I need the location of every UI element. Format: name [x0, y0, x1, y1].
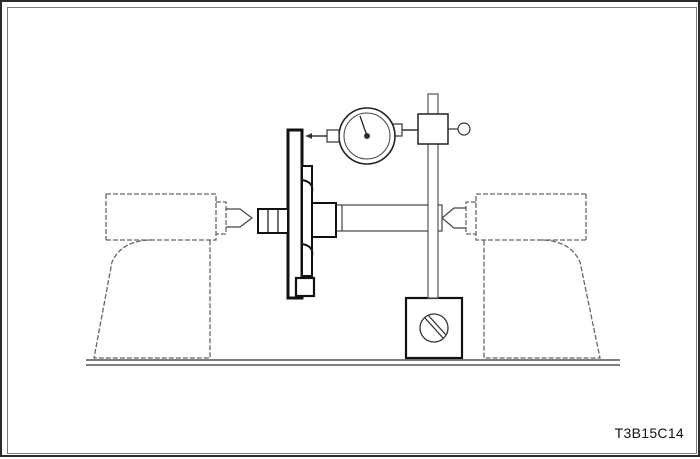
- left-center-stand: [93, 193, 227, 359]
- bench-base: [86, 359, 620, 366]
- right-center-stand: [465, 193, 601, 359]
- figure-code-label: T3B15C14: [614, 425, 684, 441]
- left-center-point: [226, 208, 253, 228]
- shaft: [335, 204, 443, 232]
- dial-indicator: [306, 107, 418, 165]
- indicator-stand-post: [417, 93, 471, 299]
- right-center-point: [441, 207, 466, 229]
- magnetic-base: [404, 296, 464, 360]
- figure-inner-border: [7, 7, 697, 454]
- clutch-disc: [286, 128, 316, 300]
- disc-hub: [257, 202, 337, 238]
